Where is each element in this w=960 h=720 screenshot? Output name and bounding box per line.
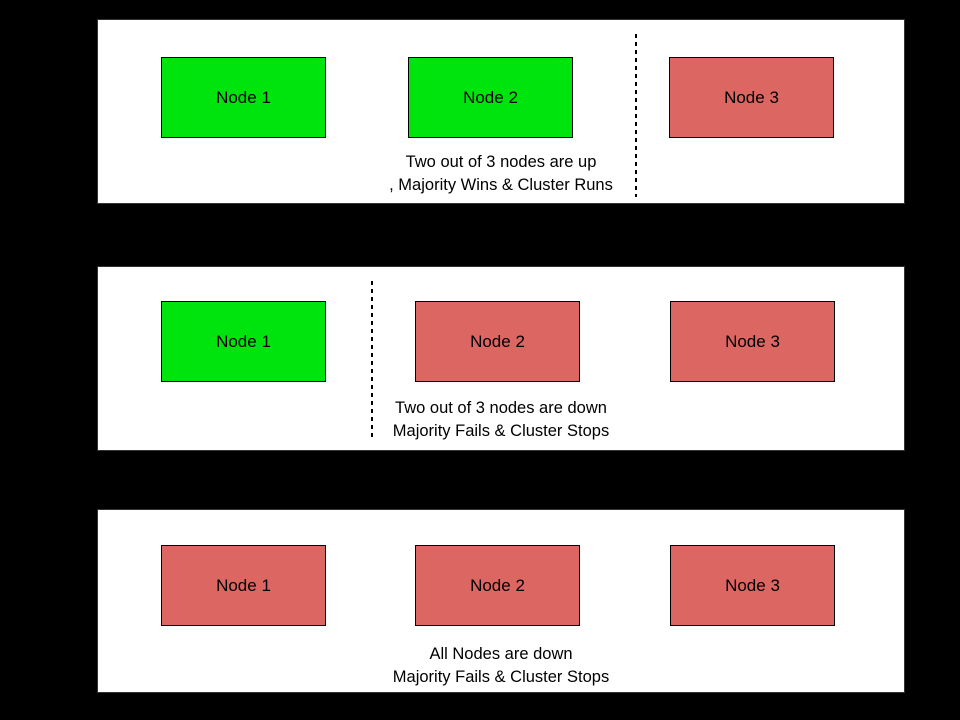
- node-box-3: Node 3: [669, 57, 834, 138]
- node-label: Node 2: [463, 87, 518, 107]
- node-label: Node 1: [216, 87, 271, 107]
- panel-all-down: Node 1 Node 2 Node 3 All Nodes are down …: [97, 509, 905, 693]
- partition-divider-line: [371, 281, 373, 441]
- panel-majority-up: Node 1 Node 2 Node 3 Two out of 3 nodes …: [97, 19, 905, 204]
- partition-divider-line: [635, 34, 637, 197]
- panel-caption: Two out of 3 nodes are up , Majority Win…: [98, 151, 904, 197]
- node-label: Node 3: [725, 575, 780, 595]
- node-label: Node 1: [216, 331, 271, 351]
- node-box-1: Node 1: [161, 57, 326, 138]
- panel-caption: Two out of 3 nodes are down Majority Fai…: [98, 397, 904, 443]
- node-label: Node 3: [724, 87, 779, 107]
- node-label: Node 3: [725, 331, 780, 351]
- node-label: Node 2: [470, 575, 525, 595]
- node-box-2: Node 2: [408, 57, 573, 138]
- caption-line-1: All Nodes are down: [429, 645, 573, 663]
- caption-line-1: Two out of 3 nodes are up: [405, 153, 597, 171]
- node-label: Node 1: [216, 575, 271, 595]
- panel-majority-down: Node 1 Node 2 Node 3 Two out of 3 nodes …: [97, 266, 905, 451]
- panel-caption: All Nodes are down Majority Fails & Clus…: [98, 643, 904, 689]
- node-box-2: Node 2: [415, 545, 580, 626]
- node-box-3: Node 3: [670, 545, 835, 626]
- node-box-2: Node 2: [415, 301, 580, 382]
- caption-line-2: Majority Fails & Cluster Stops: [392, 668, 610, 686]
- node-box-1: Node 1: [161, 545, 326, 626]
- caption-line-1: Two out of 3 nodes are down: [395, 399, 607, 417]
- node-box-3: Node 3: [670, 301, 835, 382]
- caption-line-2: , Majority Wins & Cluster Runs: [389, 176, 613, 194]
- node-box-1: Node 1: [161, 301, 326, 382]
- node-label: Node 2: [470, 331, 525, 351]
- caption-line-2: Majority Fails & Cluster Stops: [392, 422, 610, 440]
